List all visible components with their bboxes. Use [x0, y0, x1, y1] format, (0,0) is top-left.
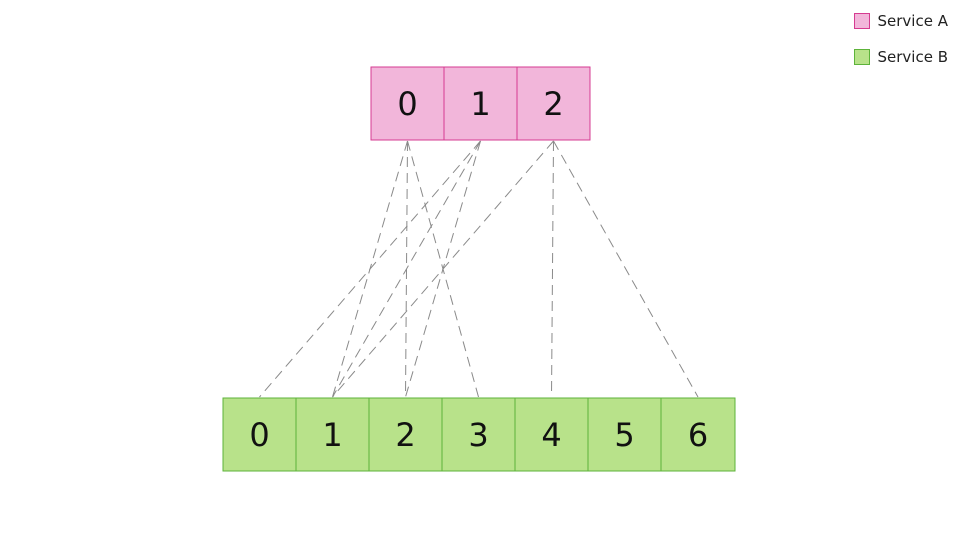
service-a-swatch — [853, 13, 870, 29]
service-b-cell-label: 1 — [322, 416, 342, 454]
service-a-cell-1[interactable]: 1 — [443, 66, 518, 141]
service-b-cell-5[interactable]: 5 — [587, 397, 662, 472]
service-b-cell-label: 4 — [541, 416, 561, 454]
service-b-cell-6[interactable]: 6 — [660, 397, 736, 472]
connector-a1-b0 — [259, 140, 481, 398]
service-b-cell-label: 0 — [249, 416, 269, 454]
legend-item-service-a: Service A — [853, 10, 949, 32]
service-b-cell-label: 6 — [688, 416, 708, 454]
service-b-cell-2[interactable]: 2 — [368, 397, 443, 472]
service-b-cell-4[interactable]: 4 — [514, 397, 589, 472]
service-a-cell-label: 0 — [397, 85, 417, 123]
service-a-group: 0 1 2 — [370, 66, 591, 141]
service-b-cell-label: 3 — [468, 416, 488, 454]
service-b-cell-0[interactable]: 0 — [222, 397, 297, 472]
service-a-cell-0[interactable]: 0 — [370, 66, 445, 141]
service-b-cell-1[interactable]: 1 — [295, 397, 370, 472]
connectors — [259, 140, 699, 398]
service-b-cell-label: 2 — [395, 416, 415, 454]
connector-a2-b4 — [551, 140, 554, 398]
service-b-cell-3[interactable]: 3 — [441, 397, 516, 472]
connector-a1-b1 — [332, 140, 481, 398]
service-b-cell-label: 5 — [614, 416, 634, 454]
legend-label-service-b: Service B — [877, 48, 949, 66]
service-a-cell-label: 1 — [470, 85, 490, 123]
service-a-cell-2[interactable]: 2 — [516, 66, 591, 141]
legend-item-service-b: Service B — [853, 46, 949, 68]
service-a-cell-label: 2 — [543, 85, 563, 123]
service-b-group: 0 1 2 3 4 5 6 — [222, 397, 736, 472]
legend-label-service-a: Service A — [877, 12, 948, 30]
legend: Service A Service B — [853, 10, 949, 82]
connector-a2-b6 — [553, 140, 699, 398]
connector-a2-b1 — [332, 140, 554, 398]
service-b-swatch — [853, 49, 870, 65]
